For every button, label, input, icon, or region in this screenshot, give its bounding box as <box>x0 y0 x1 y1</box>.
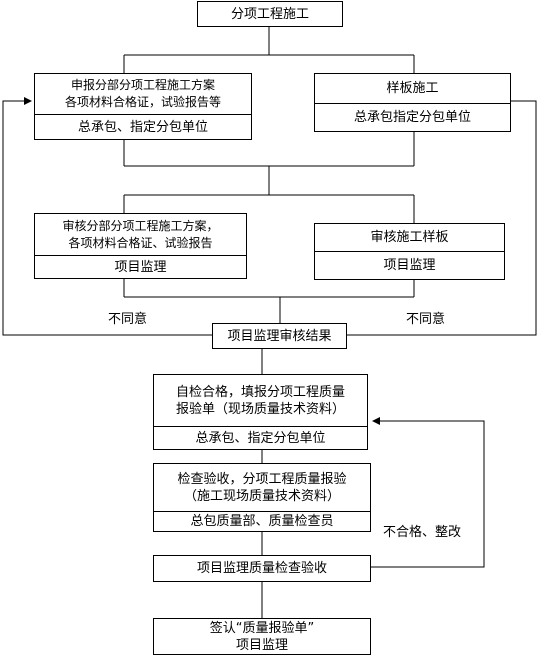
self-check-line2: 报验单（现场质量技术资料） <box>175 401 345 417</box>
inspection-box: 检查验收，分项工程质量报验 （施工现场质量技术资料） 总包质量部、质量检查员 <box>153 463 371 532</box>
self-check-party: 总承包、指定分包单位 <box>195 430 326 446</box>
review-result-title: 项目监理审核结果 <box>227 328 332 344</box>
sign-off-box: 签认“质量报验单” 项目监理 <box>153 618 371 655</box>
start-title: 分项工程施工 <box>230 6 309 22</box>
review-result-box: 项目监理审核结果 <box>212 323 347 349</box>
submit-plan-party: 总承包、指定分包单位 <box>77 119 208 135</box>
sample-construction-box: 样板施工 总承包指定分包单位 <box>314 73 511 132</box>
self-check-box: 自检合格，填报分项工程质量 报验单（现场质量技术资料） 总承包、指定分包单位 <box>153 374 368 450</box>
sample-construction-party: 总承包指定分包单位 <box>353 110 471 125</box>
inspection-line2: （施工现场质量技术资料） <box>183 488 340 504</box>
self-check-line1: 自检合格，填报分项工程质量 <box>175 384 345 400</box>
feedback-left-arrow <box>2 97 212 336</box>
review-plan-box: 审核分部分项工程施工方案， 各项材料合格证、试验报告 项目监理 <box>34 213 247 279</box>
submit-plan-line2: 各项材料合格证，试验报告等 <box>64 95 221 109</box>
supervisor-inspection-box: 项目监理质量检查验收 <box>153 555 371 582</box>
sample-construction-title: 样板施工 <box>386 81 439 96</box>
review-sample-box: 审核施工样板 项目监理 <box>314 223 505 280</box>
rework-arrow <box>370 417 485 568</box>
review-plan-line2: 各项材料合格证、试验报告 <box>68 235 213 250</box>
disagree-left-label: 不同意 <box>108 312 148 327</box>
sign-off-line2: 项目监理 <box>235 637 288 653</box>
submit-plan-box: 申报分部分项工程施工方案 各项材料合格证，试验报告等 总承包、指定分包单位 <box>34 73 252 140</box>
supervisor-inspection-title: 项目监理质量检查验收 <box>196 561 327 576</box>
review-plan-line1: 审核分部分项工程施工方案， <box>62 218 219 233</box>
submit-plan-line1: 申报分部分项工程施工方案 <box>70 78 215 92</box>
start-box: 分项工程施工 <box>197 1 343 27</box>
disagree-right-label: 不同意 <box>406 312 446 327</box>
sign-off-line1: 签认“质量报验单” <box>209 620 315 636</box>
rework-label: 不合格、整改 <box>383 525 462 540</box>
feedback-right-arrow <box>347 97 537 336</box>
inspection-line1: 检查验收，分项工程质量报验 <box>177 471 347 487</box>
review-sample-title: 审核施工样板 <box>370 230 449 245</box>
review-sample-party: 项目监理 <box>383 258 436 273</box>
inspection-party: 总包质量部、质量检查员 <box>190 514 334 529</box>
review-plan-party: 项目监理 <box>114 259 167 275</box>
